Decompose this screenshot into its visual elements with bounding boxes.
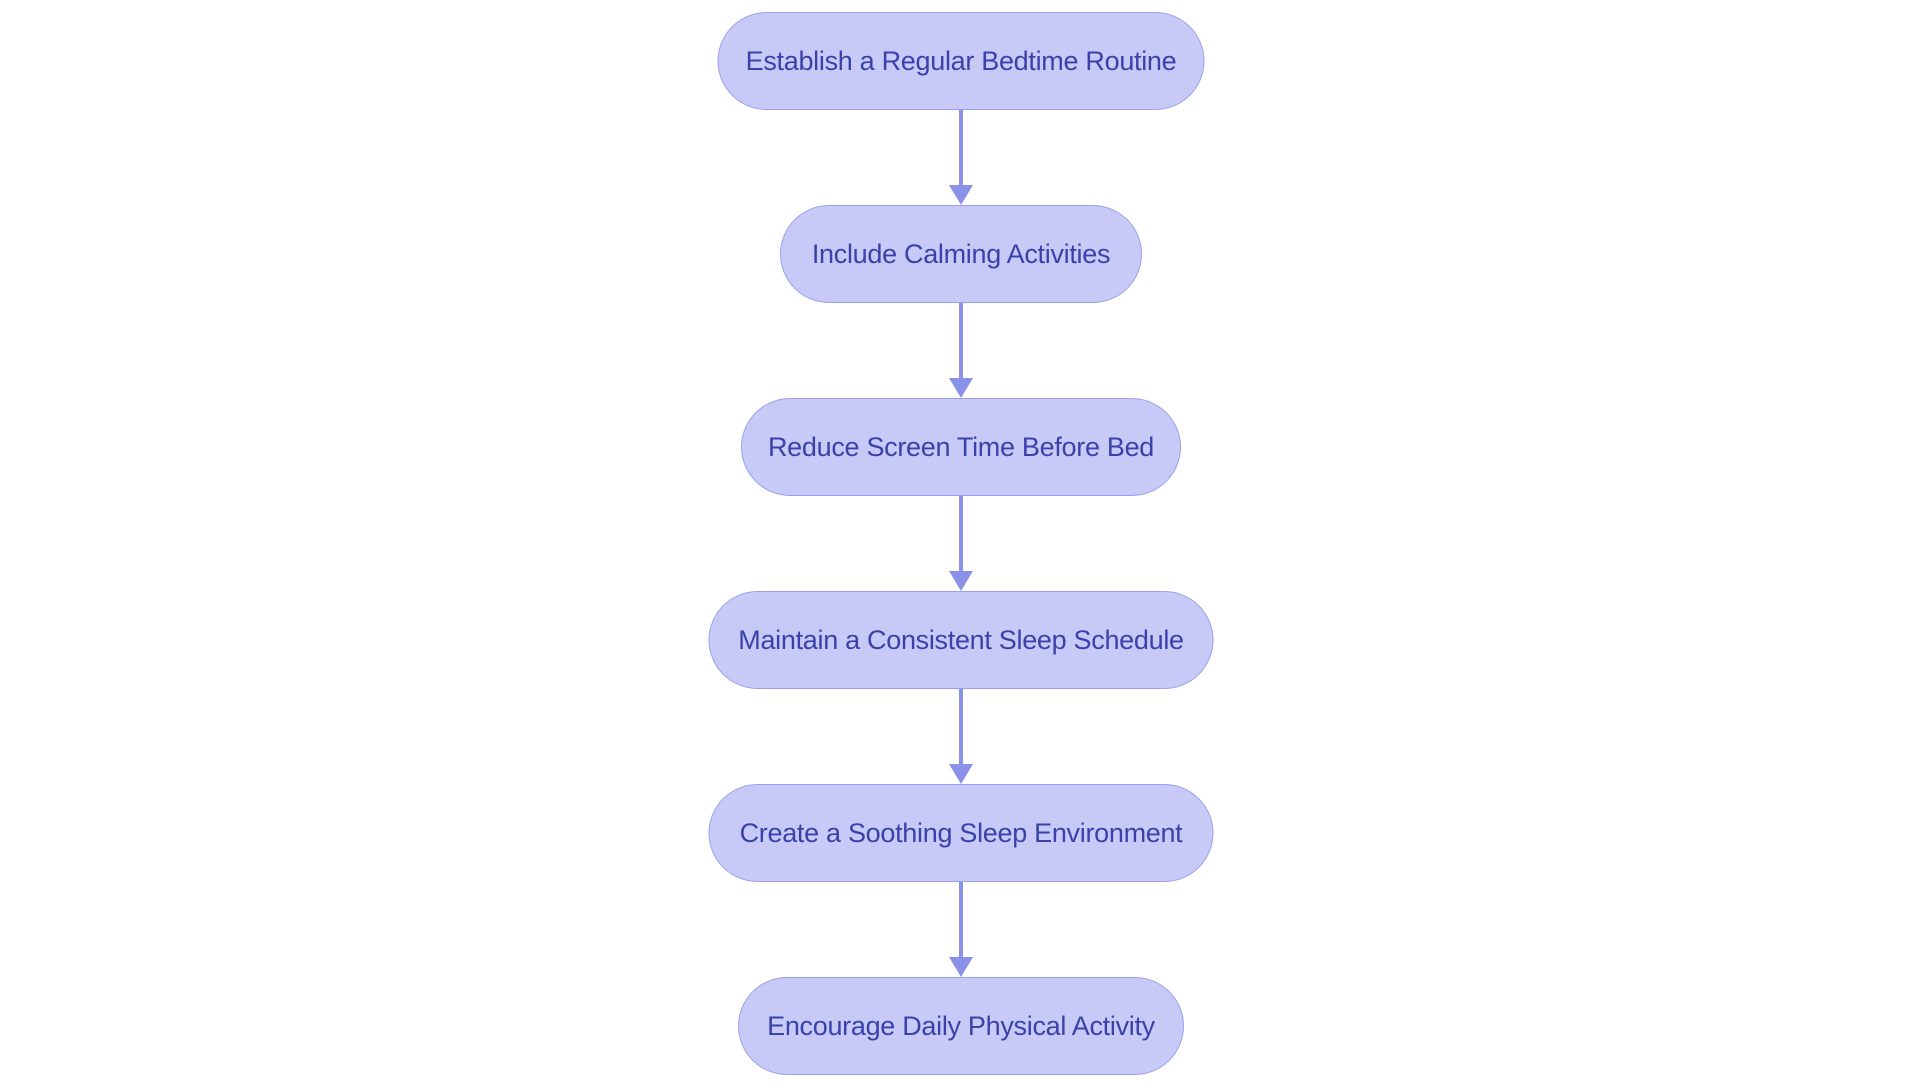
- arrow-stem: [959, 882, 963, 958]
- flow-arrow-2-to-3: [949, 303, 973, 398]
- flow-node-label: Create a Soothing Sleep Environment: [739, 817, 1183, 848]
- flow-node-soothing-sleep-environment: Create a Soothing Sleep Environment: [708, 784, 1214, 882]
- flow-node-consistent-sleep-schedule: Maintain a Consistent Sleep Schedule: [708, 591, 1214, 689]
- flow-node-reduce-screen-time: Reduce Screen Time Before Bed: [741, 398, 1181, 496]
- arrow-stem: [959, 496, 963, 572]
- flow-arrow-1-to-2: [949, 110, 973, 205]
- flow-node-label: Maintain a Consistent Sleep Schedule: [738, 624, 1184, 655]
- flow-arrow-4-to-5: [949, 689, 973, 784]
- arrow-stem: [959, 689, 963, 765]
- arrowhead-icon: [949, 378, 973, 398]
- flow-node-establish-bedtime-routine: Establish a Regular Bedtime Routine: [717, 12, 1205, 110]
- arrowhead-icon: [949, 185, 973, 205]
- flow-node-label: Reduce Screen Time Before Bed: [767, 431, 1155, 462]
- flow-node-include-calming-activities: Include Calming Activities: [780, 205, 1142, 303]
- flow-arrow-5-to-6: [949, 882, 973, 977]
- arrow-stem: [959, 110, 963, 186]
- flow-arrow-3-to-4: [949, 496, 973, 591]
- arrowhead-icon: [949, 957, 973, 977]
- flow-node-daily-physical-activity: Encourage Daily Physical Activity: [738, 977, 1184, 1075]
- arrow-stem: [959, 303, 963, 379]
- flow-node-label: Establish a Regular Bedtime Routine: [745, 45, 1177, 76]
- arrowhead-icon: [949, 571, 973, 591]
- flow-node-label: Encourage Daily Physical Activity: [767, 1010, 1155, 1041]
- arrowhead-icon: [949, 764, 973, 784]
- flow-node-label: Include Calming Activities: [811, 238, 1111, 269]
